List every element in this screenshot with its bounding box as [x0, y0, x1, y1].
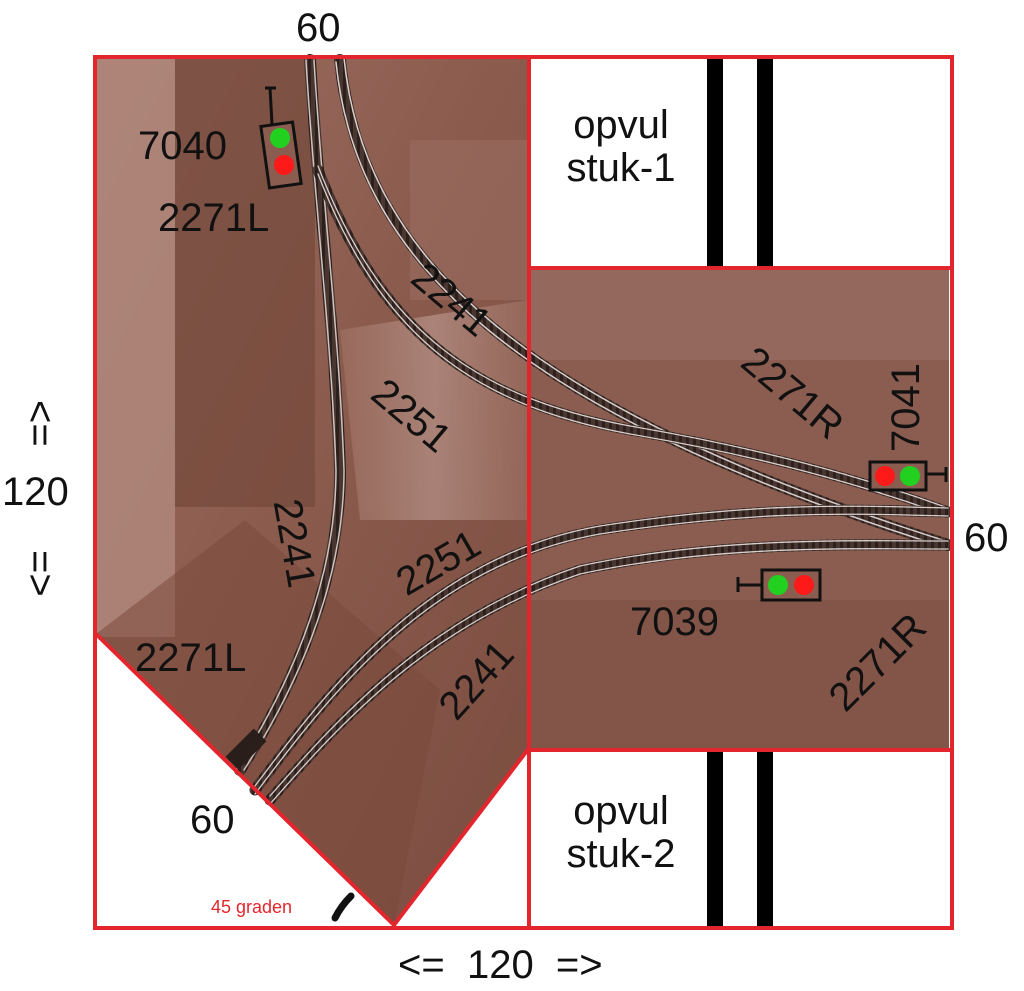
- filler-piece-1: [531, 57, 949, 267]
- dimension-left-arrow-up: <=: [18, 400, 62, 447]
- track-rails: [225, 54, 954, 806]
- filler-1-line2: stuk-1: [566, 146, 676, 191]
- dimension-right: 60: [964, 516, 1009, 560]
- dimension-left: 120: [2, 470, 69, 514]
- filler-1-line1: opvul: [573, 103, 669, 147]
- signal-7039-label: 7039: [630, 600, 719, 644]
- signal-7040-icon: [259, 86, 303, 190]
- signal-7039-icon: [736, 568, 822, 602]
- filler-1-label: opvul stuk-1: [541, 103, 701, 191]
- filler-2-label: opvul stuk-2: [541, 789, 701, 877]
- signal-7041-icon: [868, 460, 948, 492]
- angle-mark: [331, 892, 355, 922]
- signal-7041-label: 7041: [884, 363, 928, 452]
- dimension-left-arrow-down: =>: [18, 550, 62, 597]
- track-label-left-turnout: 2271L: [135, 636, 247, 680]
- dimension-bottom: <= 120 =>: [398, 943, 603, 987]
- angle-note: 45 graden: [211, 897, 293, 917]
- signal-7040-label: 7040: [138, 124, 227, 168]
- filler-2-line2: stuk-2: [566, 832, 676, 877]
- dimension-bottom-left: 60: [190, 798, 235, 842]
- baseboard-left: [95, 57, 528, 925]
- track-label-top-turnout: 2271L: [158, 196, 270, 240]
- dimension-top: 60: [296, 6, 341, 50]
- filler-piece-2: [531, 752, 949, 928]
- filler-2-line1: opvul: [573, 789, 669, 833]
- board-outline: [93, 55, 954, 930]
